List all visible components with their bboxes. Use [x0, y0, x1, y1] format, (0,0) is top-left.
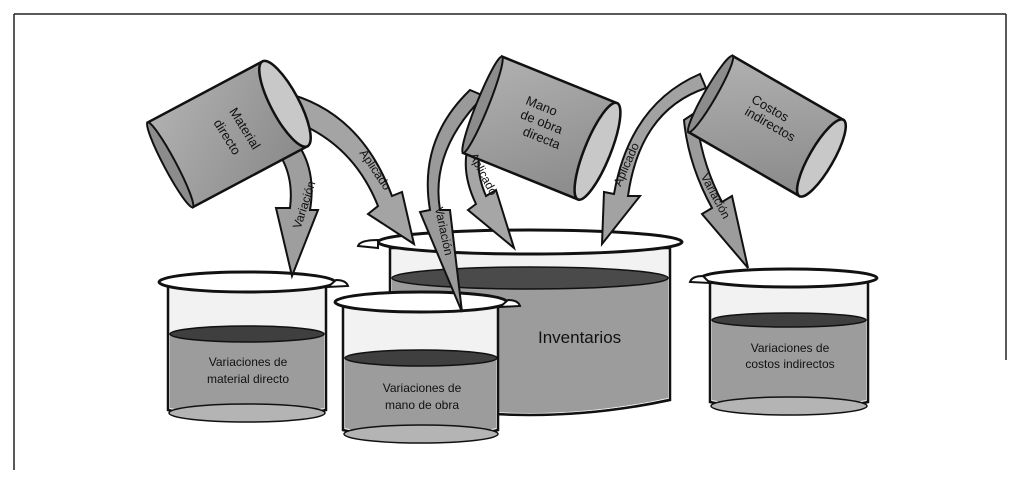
labor-can [461, 54, 622, 202]
material-applied-arrow [276, 90, 416, 247]
overhead-applied-arrow [600, 72, 708, 248]
labor-variation-arrow [418, 88, 486, 313]
labor-variance-label-line1: Variaciones de [383, 381, 462, 395]
overhead-variance-label-line2: costos indirectos [745, 357, 834, 371]
labor-variance-beaker [333, 290, 522, 444]
inventory-label: Inventarios [538, 328, 621, 347]
material-can [145, 59, 312, 209]
material-variance-label-line2: material directo [207, 372, 289, 386]
overhead-applied-label: Aplicado [611, 140, 643, 188]
overhead-variance-label-line1: Variaciones de [751, 341, 830, 355]
material-variance-label-line1: Variaciones de [209, 355, 288, 369]
labor-variance-label-line2: mano de obra [385, 398, 459, 412]
overhead-can [686, 54, 848, 198]
overhead-variance-beaker [688, 267, 879, 416]
material-variance-beaker [157, 270, 350, 423]
overhead-variation-arrow [682, 110, 749, 269]
